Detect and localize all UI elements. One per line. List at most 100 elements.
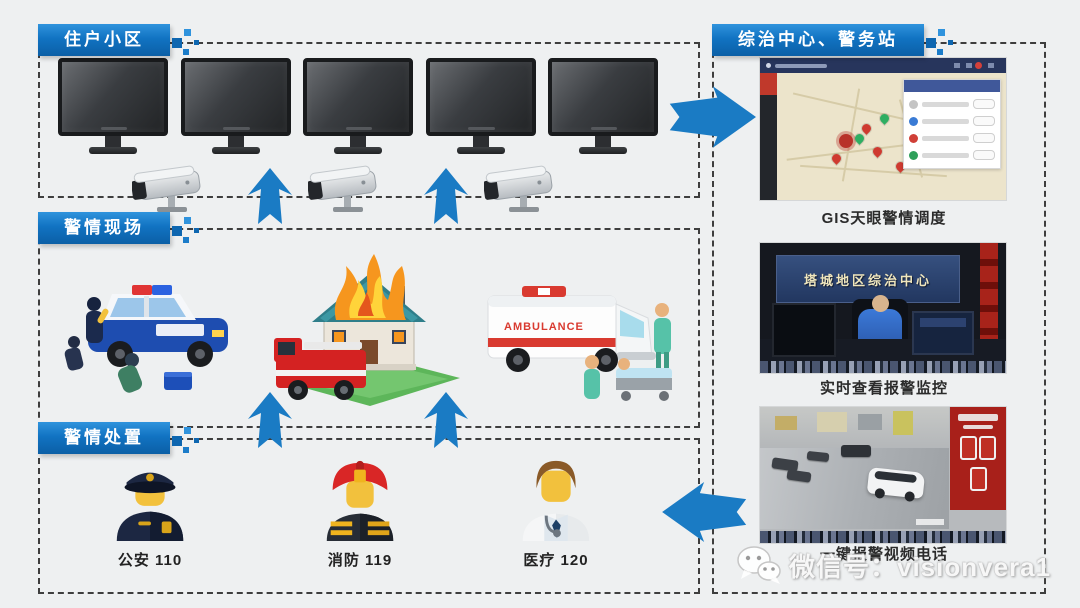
right-arrow-icon (669, 86, 756, 148)
red-info-panel (950, 407, 1006, 511)
monitor-stand (105, 136, 121, 147)
map-pin (838, 133, 853, 148)
pixel-decoration (172, 38, 182, 48)
camera-row (131, 164, 560, 216)
monitor-stand (227, 136, 244, 147)
pixel-decoration (948, 40, 953, 45)
monitor-screen (303, 58, 413, 136)
monitor-screen (58, 58, 168, 136)
alarm-scene-label: 警情现场 (38, 212, 199, 244)
panel-title-placeholder (958, 414, 998, 421)
monitor-base (579, 147, 627, 154)
toolbar-icon (988, 63, 994, 68)
cctv-camera-icon (131, 164, 208, 216)
street-camera-photo (760, 407, 1006, 543)
up-arrow-icon (248, 168, 292, 224)
pixel-decoration (194, 228, 199, 233)
pixel-decoration (926, 38, 936, 48)
pixel-decoration (183, 49, 189, 55)
pixel-decoration (184, 29, 191, 36)
residential-community-label: 住户小区 (38, 24, 199, 56)
watermark: 微信号：visionvera1 (736, 545, 1051, 585)
desk-monitor (772, 303, 836, 357)
monitor-icon (425, 58, 536, 154)
toolbar-icon (966, 63, 972, 68)
pixel-decoration (938, 29, 945, 36)
monitor-stand (595, 136, 611, 147)
police-scene-illustration (64, 285, 228, 393)
ambulance-text: AMBULANCE (504, 321, 584, 333)
map-pin (852, 132, 866, 145)
label-text: 警情现场 (64, 218, 144, 237)
police-officer-icon (116, 472, 184, 541)
gis-alarm-list-panel (903, 79, 1001, 169)
street-caption: 一键报警视频电话 (819, 546, 948, 563)
gis-dispatch-screenshot (760, 58, 1006, 200)
monitor-screen (180, 58, 291, 136)
alert-dot-icon (975, 62, 982, 69)
monitor-icon (548, 58, 658, 154)
responder-label: 公安 110 (117, 552, 183, 569)
firefighter-icon (326, 460, 394, 541)
pixel-decoration (194, 438, 199, 443)
panel-subtitle-placeholder (963, 425, 993, 429)
command-center-label: 综治中心、警务站 (712, 24, 953, 56)
responder-doctor: 医疗 120 (500, 455, 612, 570)
control-room-photo: 塔城地区综治中心 (760, 243, 1006, 373)
label-text: 警情处置 (64, 428, 144, 447)
timestamp-placeholder (916, 519, 944, 525)
label-text: 住户小区 (64, 30, 144, 49)
monitor-base (211, 147, 260, 154)
monitor-screen (548, 58, 658, 136)
monitor-stand (350, 136, 366, 147)
red-banner (980, 243, 998, 343)
wechat-icon (737, 546, 781, 584)
up-arrow-icon (424, 392, 468, 448)
gis-map-area (777, 73, 1006, 200)
gis-header-bar (760, 58, 1006, 73)
monitor-icon (303, 58, 413, 154)
responder-label: 医疗 120 (523, 552, 589, 569)
app-logo-icon (766, 63, 771, 68)
monitor-row (58, 58, 658, 154)
up-arrow-icon (424, 168, 468, 224)
gis-caption: GIS天眼警情调度 (821, 210, 947, 227)
app-title-placeholder (775, 64, 827, 68)
video-call-screen (912, 311, 974, 355)
ambulance-scene-illustration: AMBULANCE (487, 286, 672, 401)
white-suv (867, 466, 926, 499)
up-arrow-icon (248, 392, 292, 448)
responder-firefighter: 消防 119 (304, 455, 416, 570)
operator-head (872, 295, 889, 312)
pixel-decoration (183, 237, 189, 243)
map-pin (859, 121, 873, 135)
responder-police: 公安 110 (94, 455, 206, 570)
pixel-decoration (172, 226, 182, 236)
monitor-base (456, 147, 505, 154)
video-thumbnail-strip (760, 361, 1006, 373)
room-caption: 实时查看报警监控 (819, 380, 948, 397)
alarm-scene-box (38, 228, 700, 428)
pixel-decoration (184, 427, 191, 434)
panel-icons (950, 435, 1006, 497)
pixel-decoration (194, 40, 199, 45)
left-arrow-icon (662, 482, 747, 542)
pixel-decoration (172, 436, 182, 446)
cctv-camera-icon (483, 164, 560, 216)
alarm-response-label: 警情处置 (38, 422, 199, 454)
label-text: 综治中心、警务站 (738, 30, 898, 49)
pixel-decoration (937, 49, 943, 55)
pixel-decoration (183, 447, 189, 453)
monitor-icon (180, 58, 291, 154)
watermark-text: 微信号：visionvera1 (789, 551, 1052, 582)
responder-label: 消防 119 (327, 552, 393, 569)
gis-sidebar (760, 73, 777, 200)
toolbar-icon (954, 63, 960, 68)
monitor-base (89, 147, 137, 154)
monitor-icon (58, 58, 168, 154)
fire-scene-illustration (274, 254, 460, 406)
doctor-icon (522, 460, 590, 541)
panel-header (904, 80, 1000, 92)
pixel-decoration (184, 217, 191, 224)
